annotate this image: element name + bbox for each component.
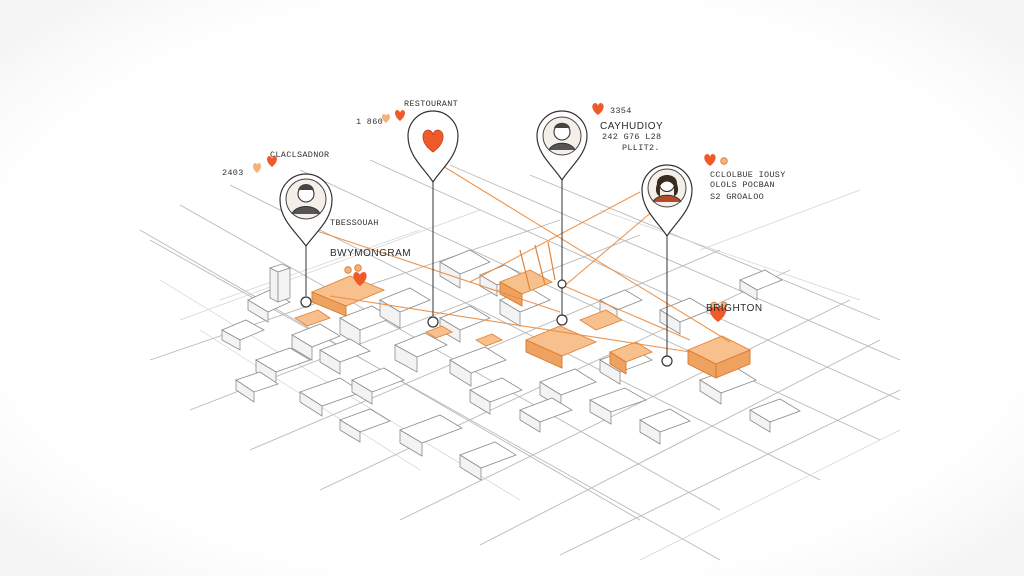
- label-pin2-line1: 242 G76 L28: [602, 132, 661, 142]
- label-brighton: BRIGHTON: [706, 303, 763, 314]
- label-restaurant-meta: 1 860: [356, 117, 383, 127]
- label-pin3-line3: S2 GROALOO: [710, 192, 764, 202]
- pin-person-center[interactable]: [536, 110, 588, 326]
- label-pin2-line2: PLLIT2.: [622, 143, 660, 153]
- connection-lines: [307, 159, 731, 353]
- highlighted-buildings: [293, 241, 752, 379]
- label-pin2-meta: 3354: [610, 106, 632, 116]
- label-restaurant: RESTOURANT: [404, 99, 458, 109]
- map-labels: RESTOURANT 1 860 3354 CAYHUDIOY 242 G76 …: [222, 99, 786, 314]
- label-pin1-line1: TBESSOUAH: [330, 218, 379, 228]
- label-pin3-line1: CCLOLBUE IOUSY: [710, 170, 786, 180]
- heart-icon: [422, 129, 444, 153]
- heart-icon: [709, 305, 727, 322]
- pin-person-left[interactable]: [279, 173, 333, 308]
- label-pin1-title: CLACLSADNOR: [270, 150, 329, 160]
- pin-restaurant[interactable]: [407, 110, 459, 328]
- heart-markers: [252, 103, 728, 322]
- label-pin3-line2: OLOLS POCBAN: [710, 180, 775, 190]
- label-pin1-district: BWYMONGRAM: [330, 248, 411, 259]
- heart-icon: [353, 272, 367, 286]
- label-pin2-name: CAYHUDIOY: [600, 121, 663, 132]
- pin-person-right[interactable]: [641, 164, 693, 367]
- label-pin1-meta: 2403: [222, 168, 244, 178]
